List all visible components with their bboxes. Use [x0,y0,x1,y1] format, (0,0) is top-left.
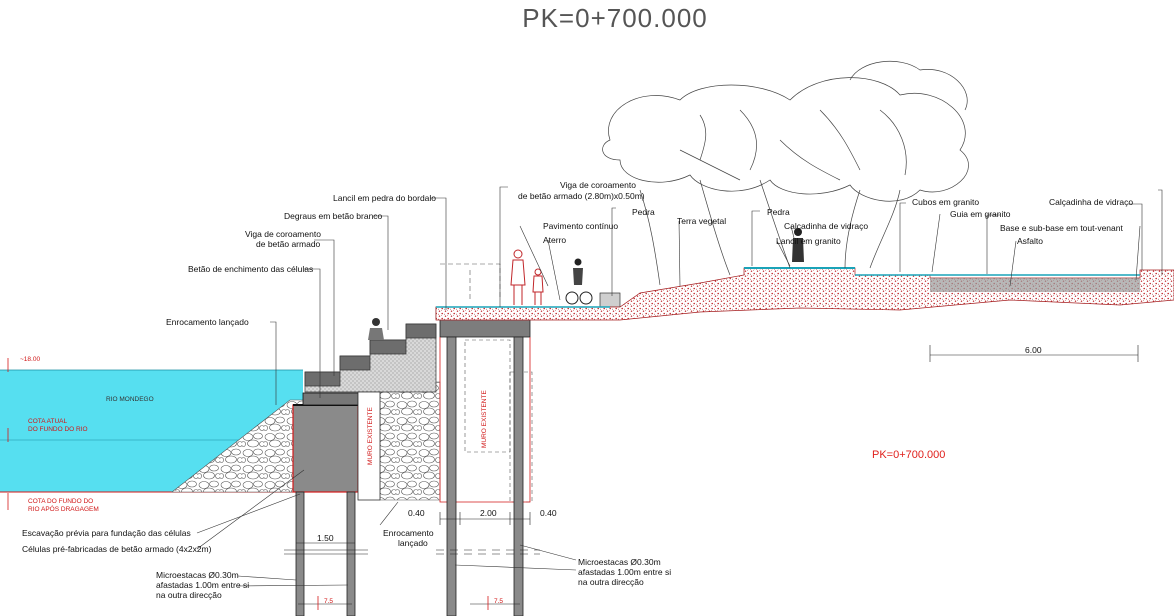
people-illustration [368,228,804,340]
leader-lines [196,186,1163,587]
rock-fill-behind-wall [379,381,441,501]
label-cota-fundo-2: RIO APÓS DRAGAGEM [28,504,99,513]
annotations: Lancil em pedra do bordalo Degraus em be… [20,180,1133,605]
ground-profile [435,267,1174,321]
label-level-top: ~18.00 [20,356,40,363]
label-micro-left-1: Microestacas Ø0.30m [156,570,239,580]
dim-600: 6.00 [1025,345,1042,355]
label-pedra-1: Pedra [632,207,655,217]
label-celulas: Células pré-fabricadas de betão armado (… [22,544,212,554]
prefab-cell [292,392,359,493]
label-micro-left-3: na outra direcção [156,590,222,600]
label-viga-left-2: de betão armado [256,239,321,249]
label-degraus: Degraus em betão branco [284,211,383,221]
label-pavimento: Pavimento contínuo [543,221,618,231]
dim-150: 1.50 [317,533,334,543]
label-lancil: Lancil em pedra do bordalo [333,193,436,203]
label-terra-vegetal: Terra vegetal [677,216,726,226]
label-cota-atual-2: DO FUNDO DO RIO [28,426,88,433]
dim-200: 2.00 [480,508,497,518]
label-lancil-granito: Lancil em granito [776,236,841,246]
label-cota-atual-1: COTA ATUAL [28,418,68,425]
label-aterro: Aterro [543,235,566,245]
dim-75b: 7.5 [494,598,503,605]
dimension-lines [284,345,1139,605]
label-micro-left-2: afastadas 1.00m entre si [156,580,249,590]
label-base: Base e sub-base em tout-venant [1000,223,1123,233]
label-viga-top-1: Viga de coroamento [560,180,636,190]
label-viga-left-1: Viga de coroamento [245,229,321,239]
label-enroc-bottom-2: lançado [398,538,428,548]
level-markers [7,358,489,610]
label-viga-top-2: de betão armado (2.80m)x0.50m) [518,191,645,201]
label-guia: Guia em granito [950,209,1011,219]
existing-wall-2-label: MURO EXISTENTE [481,390,488,448]
trees-illustration [602,60,969,286]
dim-040b: 0.40 [540,508,557,518]
label-pedra-2: Pedra [767,207,790,217]
concrete-steps [304,323,437,393]
label-micro-right-1: Microestacas Ø0.30m [578,557,661,567]
label-micro-right-3: na outra direcção [578,577,644,587]
existing-wall-1-label: MURO EXISTENTE [367,407,374,465]
existing-wall-1 [357,391,381,501]
label-betao-enchimento: Betão de enchimento das células [188,264,313,274]
dim-040a: 0.40 [408,508,425,518]
label-cubos: Cubos em granito [912,197,979,207]
label-calcadinha-2: Calçadinha de vidraço [1049,197,1133,207]
label-cota-fundo-1: COTA DO FUNDO DO [28,498,93,505]
label-escavacao: Escavação prévia para fundação das célul… [22,528,191,538]
label-asfalto: Asfalto [1017,236,1043,246]
label-enrocamento: Enrocamento lançado [166,317,249,327]
dim-75a: 7.5 [324,598,333,605]
pk-label: PK=0+700.000 [872,449,945,461]
label-micro-right-2: afastadas 1.00m entre si [578,567,671,577]
label-rio: RIO MONDEGO [106,396,154,403]
label-calcadinha-1: Calçadinha de vidraço [784,221,868,231]
label-enroc-bottom-1: Enrocamento [383,528,434,538]
section-title: PK=0+700.000 [522,3,708,33]
